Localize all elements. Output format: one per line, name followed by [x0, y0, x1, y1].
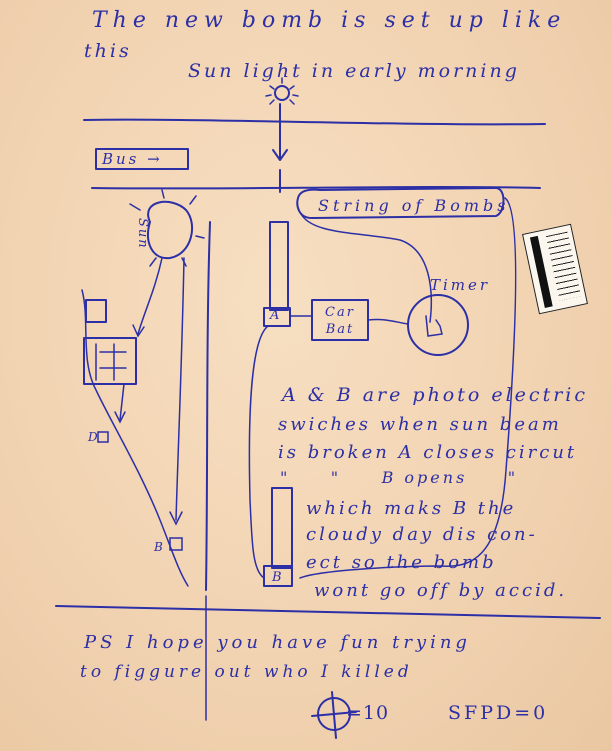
- switch-b-label: B: [272, 570, 282, 585]
- explanation-line-1: A & B are photo electric: [282, 384, 589, 406]
- timer-circle: [407, 294, 469, 356]
- explanation-line-5: which maks B the: [306, 498, 517, 519]
- sun-symbol-top: [265, 77, 299, 105]
- divider-line: [55, 605, 601, 619]
- switch-a-box: [263, 307, 291, 327]
- postscript-line-1: PS I hope you have fun trying: [84, 632, 471, 653]
- explanation-line-3: is broken A closes circut: [278, 442, 578, 463]
- bus-label: Bus →: [102, 150, 163, 168]
- house-sketch: [83, 337, 137, 385]
- street-line-top: [83, 118, 546, 126]
- car-battery-label: Car Bat: [325, 305, 355, 337]
- heading-line-1: The new bomb is set up like: [92, 8, 567, 33]
- explanation-line-4: " " B opens ": [280, 468, 519, 487]
- explanation-line-6: cloudy day dis con-: [306, 524, 538, 545]
- timer-label: Timer: [430, 276, 491, 294]
- car-battery-box: [311, 299, 369, 341]
- explanation-line-2: swiches when sun beam: [278, 414, 562, 435]
- switch-b-sensor: [271, 487, 293, 569]
- explanation-line-8: wont go off by accid.: [314, 580, 568, 601]
- bus-box: [95, 148, 189, 170]
- switch-a-sensor: [269, 221, 289, 311]
- sun-light-caption: Sun light in early morning: [188, 60, 520, 82]
- postscript-line-2: to figgure out who I killed: [80, 662, 413, 682]
- string-of-bombs-box: [296, 187, 505, 219]
- map-label-b: B: [154, 540, 163, 554]
- string-of-bombs-label: String of Bombs: [318, 196, 510, 215]
- crossed-circle-symbol: [311, 691, 357, 739]
- switch-b-box: [263, 565, 293, 587]
- road-line: [205, 221, 211, 591]
- sun-symbol-left: [129, 189, 205, 267]
- explanation-line-7: ect so the bomb: [306, 552, 497, 573]
- map-label-d: D: [88, 430, 98, 444]
- zodiac-score: =10: [346, 702, 390, 724]
- heading-line-2: this: [84, 40, 132, 62]
- sfpd-score: SFPD=0: [448, 702, 549, 724]
- switch-a-label: A: [270, 308, 280, 323]
